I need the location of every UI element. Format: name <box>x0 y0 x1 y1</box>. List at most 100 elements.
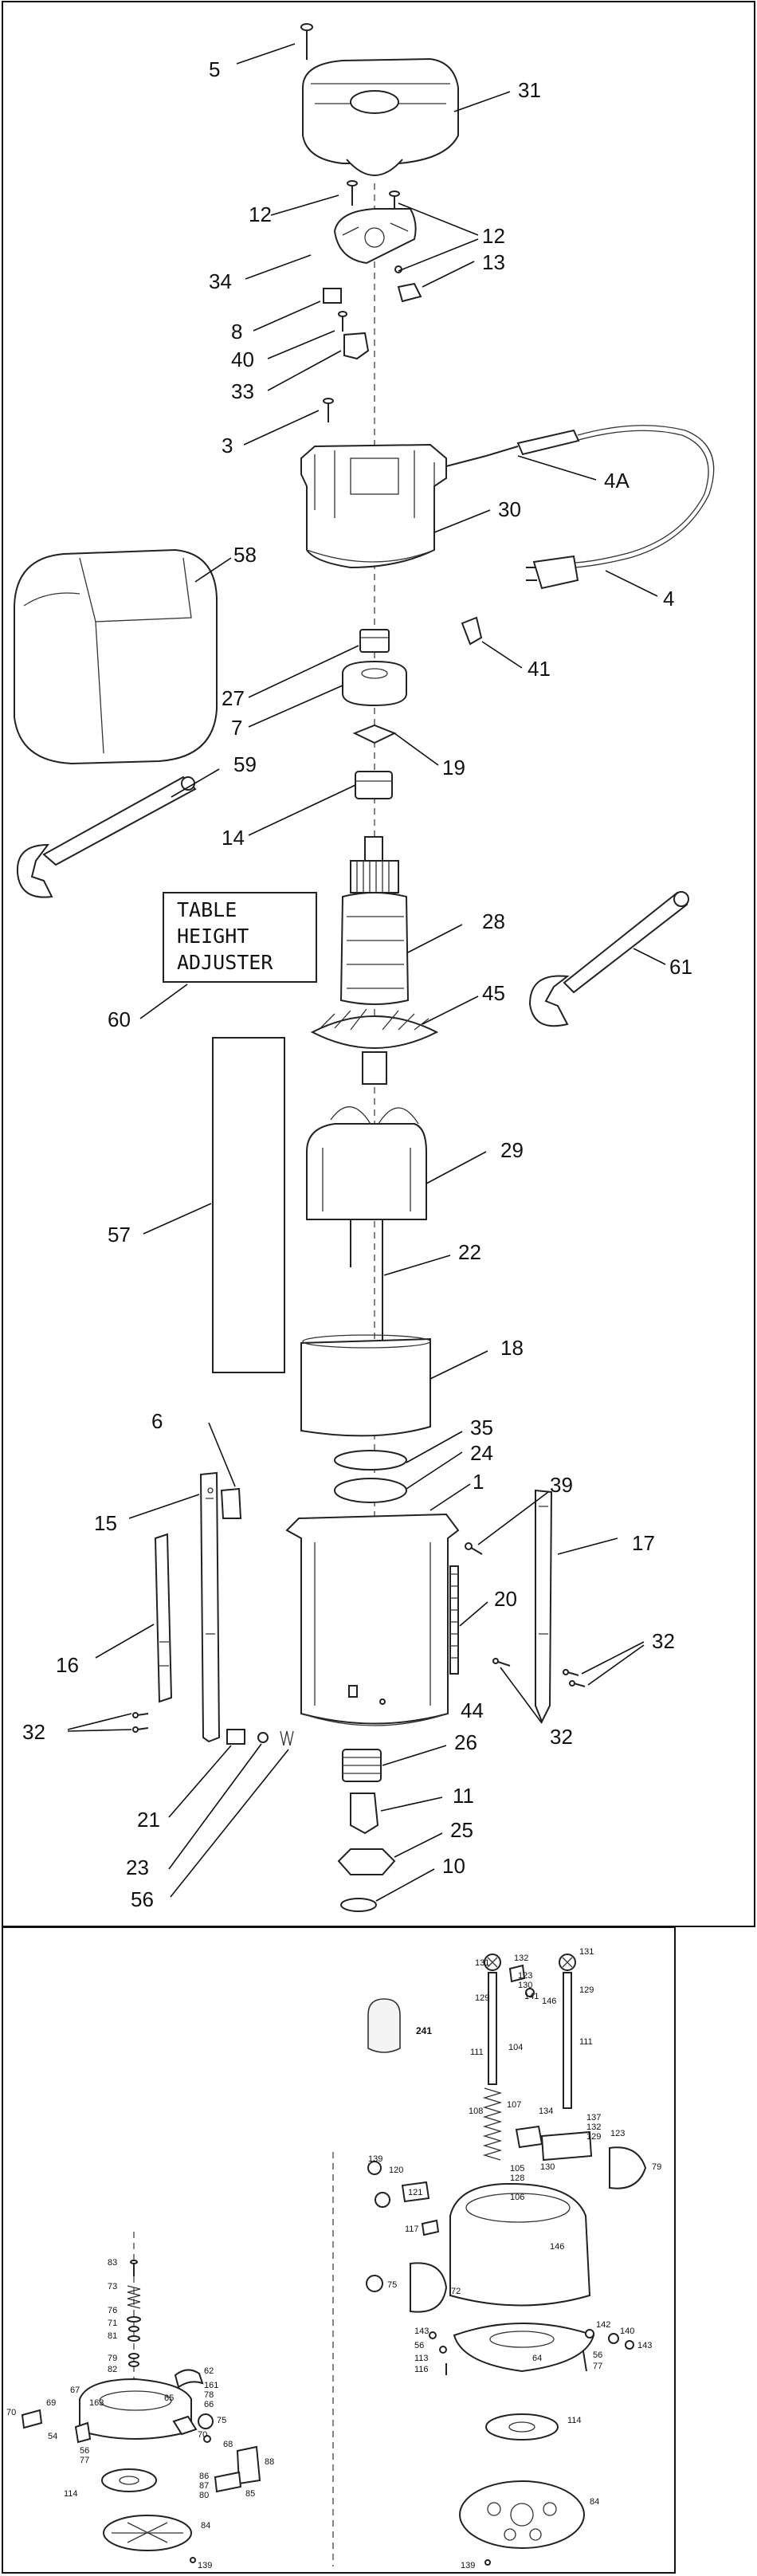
callout-80: 80 <box>199 2491 209 2500</box>
callout-129b: 129 <box>579 1985 594 1995</box>
callout-141: 141 <box>524 1992 539 2001</box>
adjuster-line-1: TABLE <box>177 898 237 921</box>
callout-60: 60 <box>108 1007 131 1031</box>
callout-7: 7 <box>231 716 242 740</box>
lower-right-callouts: 131 132 123 130 141 146 129 131 129 111 … <box>368 1947 661 2570</box>
callout-113: 113 <box>414 2354 429 2363</box>
wrench-61 <box>528 891 689 1027</box>
callout-130a: 130 <box>518 1981 532 1990</box>
retainer-7 <box>342 660 407 707</box>
screw-39 <box>465 1542 483 1555</box>
callout-32c: 32 <box>550 1725 573 1749</box>
callout-114-ll: 114 <box>64 2489 78 2499</box>
spring-56 <box>280 1730 294 1746</box>
callout-70b: 70 <box>198 2430 207 2440</box>
lower-right-assembly <box>366 1954 647 2566</box>
strip-20 <box>449 1565 459 1675</box>
callout-54: 54 <box>48 2432 57 2441</box>
baffle-19 <box>352 724 397 744</box>
ring-35 <box>334 1450 407 1471</box>
callout-4A: 4A <box>604 469 630 493</box>
callout-130b: 130 <box>540 2162 555 2172</box>
lower-left-assembly <box>21 2232 261 2563</box>
callout-81: 81 <box>108 2331 117 2341</box>
callout-70a: 70 <box>6 2408 16 2417</box>
motor-housing-30 <box>300 443 447 569</box>
rail-15 <box>199 1471 221 1743</box>
callout-17: 17 <box>632 1531 655 1555</box>
callout-33: 33 <box>231 379 254 403</box>
callout-58: 58 <box>233 543 257 567</box>
callout-132b: 132 <box>586 2122 601 2132</box>
callout-129c: 129 <box>586 2132 601 2142</box>
callout-57: 57 <box>108 1223 131 1247</box>
callout-68: 68 <box>223 2440 233 2449</box>
top-cap-31 <box>302 57 459 176</box>
callout-41: 41 <box>528 657 551 681</box>
rail-17 <box>535 1489 553 1724</box>
callout-87: 87 <box>199 2481 209 2491</box>
brush-plate-34 <box>333 208 417 265</box>
callout-146a: 146 <box>542 1997 556 2006</box>
callout-19: 19 <box>442 756 465 779</box>
lower-panel-frame <box>2 1926 676 2574</box>
callout-45: 45 <box>482 981 505 1005</box>
callout-8: 8 <box>231 320 242 344</box>
callout-29: 29 <box>500 1138 524 1162</box>
lower-left-callouts: 83 73 76 71 81 79 82 67 163 62 161 78 66… <box>6 2258 274 2570</box>
screw-40 <box>338 311 347 332</box>
callout-139b: 139 <box>461 2561 475 2570</box>
callout-27: 27 <box>222 686 245 710</box>
bearing-14 <box>355 771 393 799</box>
callout-78: 78 <box>204 2390 214 2400</box>
callout-79-lr: 79 <box>652 2162 661 2172</box>
callout-20: 20 <box>494 1587 517 1611</box>
callout-25: 25 <box>450 1818 473 1842</box>
callout-32b: 32 <box>22 1720 45 1744</box>
collet-11 <box>350 1793 379 1835</box>
brush-holder-33 <box>343 332 370 360</box>
callout-40: 40 <box>231 348 254 371</box>
callout-131b: 131 <box>579 1947 594 1957</box>
callout-64: 64 <box>532 2354 542 2363</box>
carry-case-58 <box>14 548 218 765</box>
callout-137: 137 <box>586 2113 601 2122</box>
ring-10 <box>340 1898 377 1912</box>
part-21 <box>226 1729 245 1745</box>
callout-71: 71 <box>108 2319 117 2328</box>
callout-241: 241 <box>416 2025 432 2036</box>
wrench-59 <box>16 776 197 898</box>
callout-142: 142 <box>596 2320 610 2330</box>
callout-61: 61 <box>669 955 692 979</box>
part-57-rect <box>212 1037 285 1373</box>
callout-5: 5 <box>209 57 220 81</box>
callout-34: 34 <box>209 269 232 293</box>
callout-77-lr: 77 <box>593 2362 602 2371</box>
callout-123b: 123 <box>610 2129 625 2138</box>
callout-28: 28 <box>482 909 505 933</box>
callout-13: 13 <box>482 250 505 274</box>
screws-32 <box>132 1658 586 1733</box>
armature-28 <box>339 836 410 1005</box>
callout-1: 1 <box>473 1470 484 1494</box>
callout-86: 86 <box>199 2472 209 2481</box>
callout-3: 3 <box>222 434 233 457</box>
callout-22: 22 <box>458 1240 481 1264</box>
callout-143a: 143 <box>414 2327 429 2336</box>
callout-16: 16 <box>56 1653 79 1677</box>
callout-24: 24 <box>470 1441 493 1465</box>
callout-108: 108 <box>469 2107 483 2116</box>
callout-134: 134 <box>539 2107 553 2116</box>
callout-85: 85 <box>245 2489 255 2499</box>
callout-132a: 132 <box>514 1954 528 1963</box>
table-height-adjuster-box: TABLE HEIGHT ADJUSTER <box>163 892 317 983</box>
callout-75: 75 <box>217 2416 226 2425</box>
part-23 <box>257 1732 269 1743</box>
callout-139-ll: 139 <box>198 2561 212 2570</box>
callout-116: 116 <box>414 2365 429 2374</box>
callout-73: 73 <box>108 2282 117 2291</box>
callout-67: 67 <box>70 2386 80 2395</box>
callout-129a: 129 <box>475 1993 489 2003</box>
callout-161: 161 <box>204 2381 218 2390</box>
